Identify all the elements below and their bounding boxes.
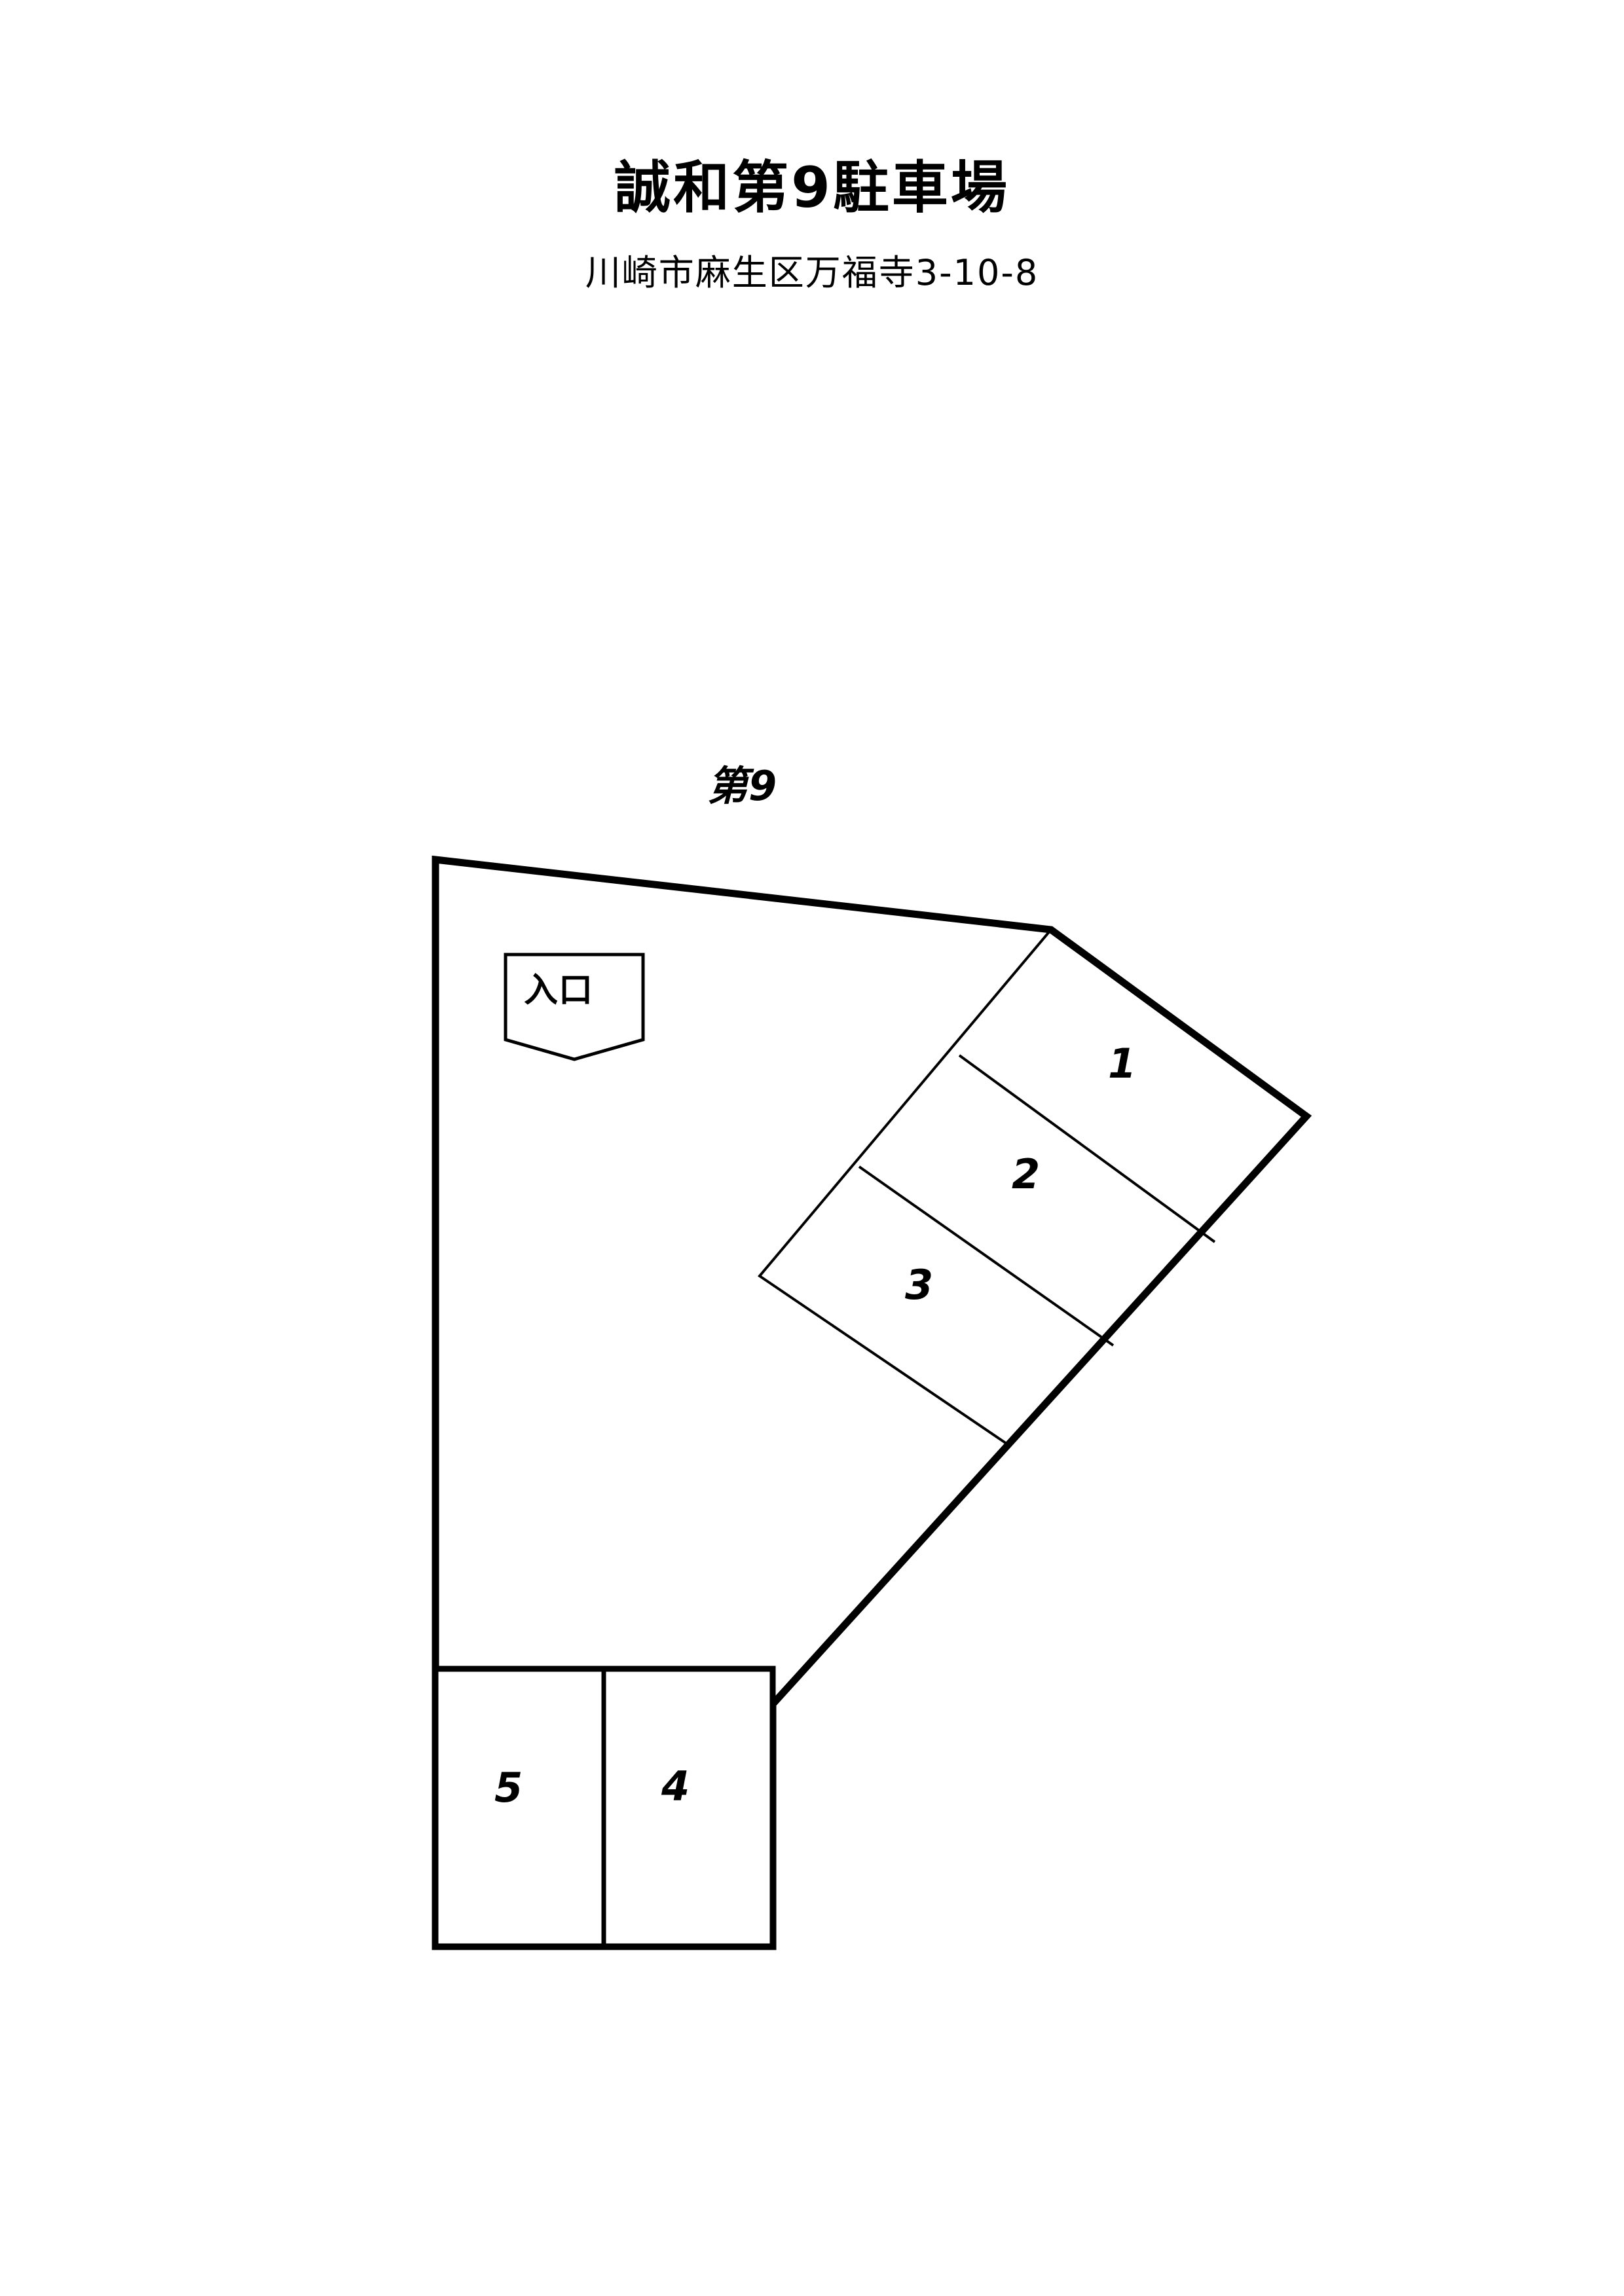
stall-number-1: 1 [1108, 1040, 1137, 1087]
angled-stall-bank-outline [758, 928, 1308, 1447]
stall-number-5: 5 [494, 1764, 523, 1812]
entrance-banner-shape [504, 953, 645, 1061]
stall-number-3: 3 [905, 1261, 934, 1309]
stall-number-4: 4 [661, 1762, 690, 1810]
property-address: 川崎市麻生区万福寺3-10-8 [585, 251, 1039, 293]
stall-number-2: 2 [1012, 1150, 1041, 1198]
stall-divider-1-2 [958, 1054, 1216, 1243]
entrance-label: 入口 [524, 971, 594, 1010]
document-header: 誠和第9駐車場 川崎市麻生区万福寺3-10-8 [0, 157, 1624, 292]
plan-section-label: 第9 [707, 762, 778, 810]
page-title: 誠和第9駐車場 [614, 155, 1010, 221]
stall-divider-2-3 [858, 1165, 1115, 1347]
